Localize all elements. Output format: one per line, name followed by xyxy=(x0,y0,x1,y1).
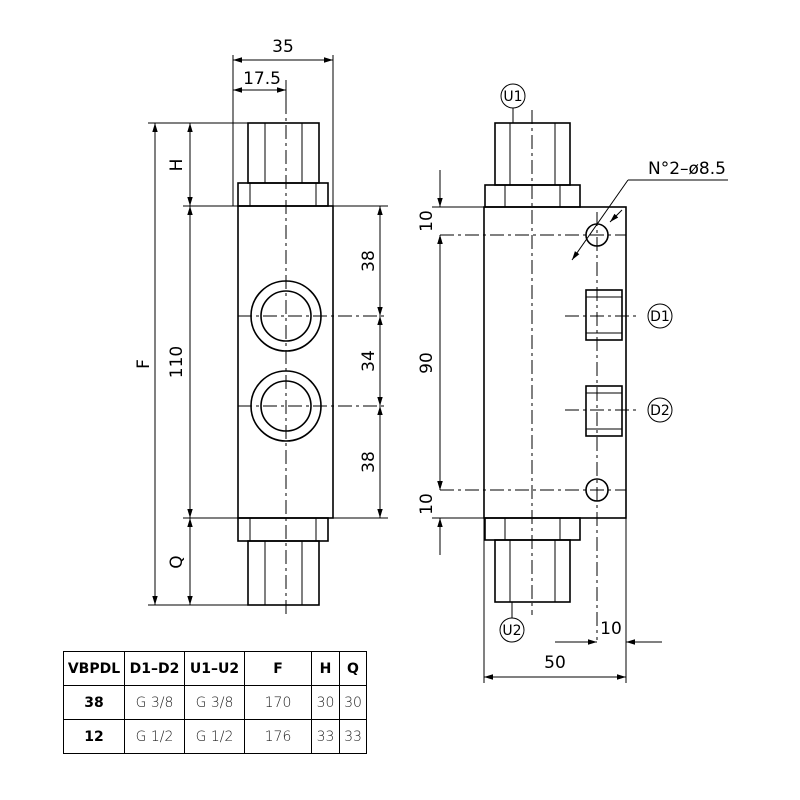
label-u1: U1 xyxy=(503,89,522,105)
table-cell: 170 xyxy=(244,685,312,720)
table-cell: 176 xyxy=(244,719,312,754)
dim-body-length: 110 xyxy=(167,346,187,378)
front-bottom-nut xyxy=(247,540,320,606)
table-cell: 12 xyxy=(63,719,125,754)
dim-side-top: 10 xyxy=(417,210,437,232)
front-bottom-flange xyxy=(237,517,329,542)
table-header: Q xyxy=(339,651,367,686)
dim-width-total: 35 xyxy=(272,37,294,57)
side-view xyxy=(440,110,640,640)
table-row: 38 G 3/8 G 3/8 170 30 30 xyxy=(63,685,367,720)
label-d2: D2 xyxy=(650,403,670,419)
side-port-d2 xyxy=(585,385,623,437)
table-cell: 30 xyxy=(311,685,340,720)
dim-side-bottom: 10 xyxy=(417,493,437,515)
port-labels: U1 U2 D1 D2 xyxy=(499,83,673,643)
front-top-flange xyxy=(237,182,329,207)
table-header: U1–U2 xyxy=(184,651,245,686)
front-view xyxy=(237,100,388,618)
table-cell: 38 xyxy=(63,685,125,720)
front-dimensions: 35 17.5 F H 110 Q 38 34 38 xyxy=(134,37,388,606)
table-cell: 33 xyxy=(339,719,367,754)
table-cell: G 3/8 xyxy=(184,685,245,720)
dim-port-top: 38 xyxy=(359,250,379,272)
dim-side-center: 90 xyxy=(417,352,437,374)
label-d1: D1 xyxy=(650,309,670,325)
table-cell: G 1/2 xyxy=(124,719,185,754)
side-body xyxy=(483,206,627,519)
table-cell: G 3/8 xyxy=(124,685,185,720)
dim-Q: Q xyxy=(167,555,187,568)
dim-side-edge: 10 xyxy=(600,619,622,639)
table-header: H xyxy=(311,651,340,686)
table-header: F xyxy=(244,651,312,686)
table-row: 12 G 1/2 G 1/2 176 33 33 xyxy=(63,719,367,754)
table-header: D1–D2 xyxy=(124,651,185,686)
table-cell: G 1/2 xyxy=(184,719,245,754)
dim-width-half: 17.5 xyxy=(243,69,281,89)
table-cell: 30 xyxy=(339,685,367,720)
dim-H: H xyxy=(167,159,187,172)
hole-note: N°2–ø8.5 xyxy=(648,159,726,179)
dim-side-width: 50 xyxy=(544,653,566,673)
table-cell: 33 xyxy=(311,719,340,754)
table-header-row: VBPDL D1–D2 U1–U2 F H Q xyxy=(63,651,367,686)
label-u2: U2 xyxy=(502,623,521,639)
bubble-d1 xyxy=(647,303,673,329)
table-header: VBPDL xyxy=(63,651,125,686)
spec-table: VBPDL D1–D2 U1–U2 F H Q 38 G 3/8 G 3/8 1… xyxy=(63,651,367,754)
front-port-d1-inner xyxy=(260,290,312,342)
side-dimensions: 10 90 10 50 10 N°2–ø8.5 xyxy=(417,159,728,683)
bubble-d2 xyxy=(647,397,673,423)
dim-port-bottom: 38 xyxy=(359,451,379,473)
side-port-d1 xyxy=(585,289,623,341)
dim-F: F xyxy=(134,359,154,369)
dim-port-mid: 34 xyxy=(359,350,379,372)
front-top-nut xyxy=(247,122,320,184)
